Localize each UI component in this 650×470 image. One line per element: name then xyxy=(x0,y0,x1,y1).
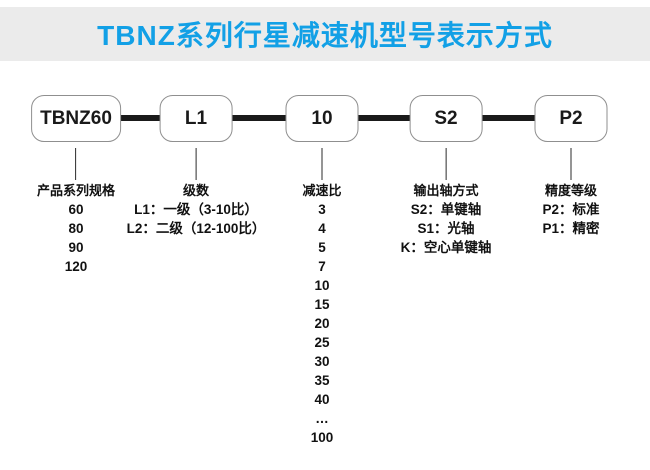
list-item: 40 xyxy=(314,392,330,407)
connector-line xyxy=(446,115,571,121)
list-item: 10 xyxy=(314,278,330,293)
list-item: 3 xyxy=(318,202,326,217)
column-precision: P2 精度等级 P2：标准 P1：精密 xyxy=(534,95,608,238)
list-item: L1：一级（3-10比） xyxy=(134,202,258,217)
list-item: 20 xyxy=(314,316,330,331)
code-box-ratio: 10 xyxy=(285,95,359,142)
list-item: 60 xyxy=(68,202,84,217)
code-box-series: TBNZ60 xyxy=(31,95,121,142)
connector-line xyxy=(76,115,196,121)
list-item: 5 xyxy=(318,240,326,255)
list-item: S1：光轴 xyxy=(417,221,475,236)
list-item: K：空心单键轴 xyxy=(400,240,492,255)
option-list: 60 80 90 120 xyxy=(65,200,88,276)
list-item: P2：标准 xyxy=(542,202,600,217)
drop-line xyxy=(321,148,323,180)
drop-line xyxy=(445,148,447,180)
list-item: 100 xyxy=(310,430,334,445)
code-box-stages: L1 xyxy=(159,95,233,142)
column-stages: L1 级数 L1：一级（3-10比） L2：二级（12-100比） xyxy=(127,95,266,238)
column-heading: 减速比 xyxy=(302,183,342,198)
list-item: … xyxy=(315,411,329,426)
list-item: 7 xyxy=(318,259,326,274)
connector-line xyxy=(322,115,446,121)
drop-line xyxy=(195,148,197,180)
connector-line xyxy=(196,115,322,121)
list-item: S2：单键轴 xyxy=(410,202,482,217)
option-list: P2：标准 P1：精密 xyxy=(542,200,599,238)
list-item: 90 xyxy=(68,240,84,255)
code-box-precision: P2 xyxy=(534,95,608,142)
list-item: P1：精密 xyxy=(542,221,600,236)
column-output-shaft: S2 输出轴方式 S2：单键轴 S1：光轴 K：空心单键轴 xyxy=(401,95,492,257)
header-bar: TBNZ系列行星减速机型号表示方式 xyxy=(0,7,650,61)
column-heading: 输出轴方式 xyxy=(413,183,479,198)
drop-line xyxy=(570,148,572,180)
code-box-output-shaft: S2 xyxy=(409,95,483,142)
list-item: 80 xyxy=(68,221,84,236)
list-item: 25 xyxy=(314,335,330,350)
list-item: 4 xyxy=(318,221,326,236)
option-list: S2：单键轴 S1：光轴 K：空心单键轴 xyxy=(401,200,492,257)
column-heading: 产品系列规格 xyxy=(36,183,116,198)
list-item: 30 xyxy=(314,354,330,369)
list-item: 15 xyxy=(314,297,330,312)
list-item: 35 xyxy=(314,373,330,388)
drop-line xyxy=(75,148,77,180)
option-list: 3 4 5 7 10 15 20 25 30 35 40 … 100 xyxy=(311,200,334,447)
list-item: L2：二级（12-100比） xyxy=(126,221,266,236)
page-title: TBNZ系列行星减速机型号表示方式 xyxy=(97,20,553,51)
column-series-size: TBNZ60 产品系列规格 60 80 90 120 xyxy=(31,95,121,276)
column-ratio: 10 减速比 3 4 5 7 10 15 20 25 30 35 40 … 100 xyxy=(285,95,359,447)
column-heading: 级数 xyxy=(182,183,210,198)
list-item: 120 xyxy=(64,259,88,274)
option-list: L1：一级（3-10比） L2：二级（12-100比） xyxy=(127,200,266,238)
column-heading: 精度等级 xyxy=(544,183,597,198)
